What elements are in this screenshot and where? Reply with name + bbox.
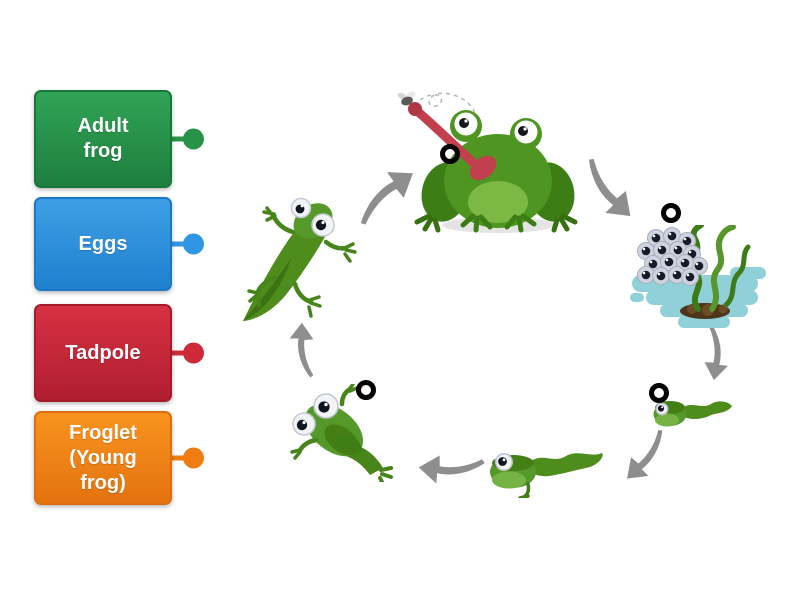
- tadpole-image: [653, 401, 732, 427]
- label-card-eggs[interactable]: Eggs: [34, 197, 204, 291]
- adult-frog-image: [397, 91, 578, 233]
- cycle-arrow-tadpole-to-tadpolelegs: [613, 428, 679, 486]
- frog-eggs-image: [630, 225, 766, 328]
- label-box: Adult frog: [34, 90, 172, 188]
- connector-line: [169, 241, 195, 247]
- connector-line: [169, 455, 195, 461]
- label-card-froglet[interactable]: Froglet (Young frog): [34, 411, 204, 505]
- label-text: Froglet (Young frog): [69, 421, 137, 494]
- tadpole-with-legs-image: [490, 453, 603, 498]
- young-frog-image: [243, 197, 357, 321]
- label-text: Eggs: [78, 232, 128, 255]
- fly-icon: [397, 91, 476, 118]
- label-card-adult-frog[interactable]: Adult frog: [34, 90, 204, 188]
- drop-marker-froglet[interactable]: [356, 380, 376, 400]
- label-box: Eggs: [34, 197, 172, 291]
- label-text: Adult frog: [77, 115, 129, 162]
- label-box: Tadpole: [34, 304, 172, 402]
- connector-dot[interactable]: [183, 342, 204, 364]
- connector-line: [169, 136, 195, 142]
- connector-dot[interactable]: [183, 128, 204, 150]
- hind-leg: [518, 482, 531, 498]
- connector-line: [169, 350, 195, 356]
- label-text: Tadpole: [65, 341, 141, 364]
- connector-dot[interactable]: [183, 447, 204, 469]
- drop-marker-eggs[interactable]: [661, 203, 681, 223]
- drop-marker-tadpole[interactable]: [649, 383, 669, 403]
- label-card-tadpole[interactable]: Tadpole: [34, 304, 204, 402]
- cycle-arrow-tadpolelegs-to-froglet: [415, 439, 486, 497]
- egg-cluster: [637, 227, 708, 286]
- label-box: Froglet (Young frog): [34, 411, 172, 505]
- seaweed-strand: [723, 244, 751, 308]
- froglet-image: [290, 384, 393, 482]
- drop-marker-adult-frog[interactable]: [440, 144, 460, 164]
- seaweed-strand: [709, 225, 736, 312]
- connector-dot[interactable]: [183, 233, 204, 255]
